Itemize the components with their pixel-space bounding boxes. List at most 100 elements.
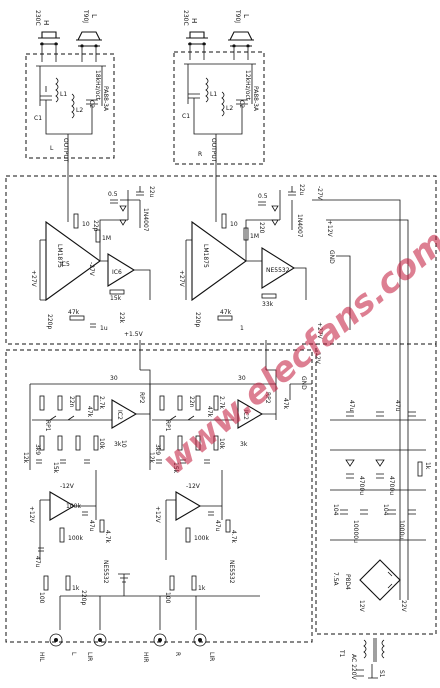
svg-text:LIR: LIR: [208, 652, 215, 661]
psu-frame: [315, 343, 437, 635]
svg-text:10k: 10k: [218, 438, 225, 450]
speaker-right-woofer: L T90J: [228, 9, 254, 48]
svg-text:L1: L1: [210, 91, 217, 98]
svg-text:10: 10: [120, 440, 127, 448]
svg-text:47u: 47u: [88, 520, 95, 532]
svg-text:22u: 22u: [148, 186, 155, 198]
svg-text:47u: 47u: [214, 520, 221, 532]
svg-text:PA88-3A: PA88-3A: [252, 86, 259, 112]
svg-text:104: 104: [382, 504, 389, 516]
power-supply: 47u 47u 4700u 4700u 1k 104 10000u 104 10…: [330, 400, 431, 681]
svg-text:12k: 12k: [148, 452, 155, 464]
svg-text:2.7k: 2.7k: [98, 396, 105, 410]
svg-text:10k: 10k: [98, 438, 105, 450]
input-jacks: HIL L LIR HIR R LIR: [38, 633, 215, 662]
svg-text:1u: 1u: [100, 325, 108, 332]
svg-text:GND: GND: [328, 250, 335, 264]
svg-text:L1: L1: [60, 91, 67, 98]
svg-text:10: 10: [230, 221, 238, 228]
svg-text:L2: L2: [226, 105, 233, 112]
svg-text:-12V: -12V: [186, 483, 201, 490]
svg-text:-12V: -12V: [314, 350, 321, 365]
svg-text:1M: 1M: [102, 235, 111, 242]
input-stage-right: 100k 47u 4.7k +12V -12V NE5532 100 1k: [154, 470, 237, 604]
svg-text:RP1: RP1: [44, 420, 51, 432]
svg-text:R: R: [174, 652, 181, 656]
svg-text:230C: 230C: [182, 10, 189, 26]
input-stage-left: 100k 47u 4.7k +12V -12V 100k 47u NE5532 …: [28, 470, 111, 605]
svg-text:H: H: [190, 18, 198, 23]
svg-text:1k: 1k: [198, 585, 206, 592]
svg-text:C1: C1: [182, 113, 190, 120]
svg-text:220p: 220p: [80, 590, 87, 605]
svg-text:NE5532: NE5532: [102, 560, 109, 584]
svg-text:IC2: IC2: [116, 410, 123, 420]
svg-text:3k9: 3k9: [154, 444, 161, 455]
svg-text:22k: 22k: [118, 312, 125, 324]
svg-text:15k: 15k: [172, 462, 179, 474]
svg-text:C1: C1: [34, 115, 42, 122]
svg-text:47k: 47k: [86, 406, 93, 418]
svg-text:1: 1: [240, 325, 244, 332]
svg-text:C2: C2: [88, 100, 95, 108]
svg-text:47u: 47u: [348, 400, 355, 412]
svg-text:LM1875: LM1875: [202, 244, 209, 268]
svg-text:C2: C2: [238, 100, 245, 108]
svg-text:3k9: 3k9: [34, 444, 41, 455]
svg-text:RP2: RP2: [264, 392, 271, 404]
svg-text:1N4007: 1N4007: [142, 208, 149, 232]
svg-text:100k: 100k: [194, 535, 209, 542]
svg-text:L: L: [242, 14, 250, 18]
svg-text:PA88-3A: PA88-3A: [102, 86, 109, 112]
svg-text:IC5: IC5: [60, 261, 70, 268]
svg-text:100k: 100k: [66, 503, 81, 510]
svg-text:47k: 47k: [68, 309, 80, 316]
svg-text:4700u: 4700u: [358, 476, 365, 495]
svg-text:-27V: -27V: [88, 262, 95, 277]
crossover-right: C1 L1 L2 C2 PA88-3A 12kHz/oct OUTPUT R: [173, 51, 265, 165]
svg-text:HIL: HIL: [38, 652, 45, 662]
svg-text:T1: T1: [338, 649, 345, 658]
power-amp-mid-label: +1.5V: [124, 331, 144, 338]
svg-text:IC6: IC6: [112, 269, 122, 276]
svg-text:2.7k: 2.7k: [218, 396, 225, 410]
svg-text:0.5: 0.5: [108, 191, 118, 198]
svg-text:GND: GND: [300, 376, 307, 390]
svg-text:22n: 22n: [188, 396, 195, 408]
svg-text:10000u: 10000u: [352, 520, 359, 543]
speaker-left-woofer: L T90J: [76, 9, 102, 48]
svg-text:18kHz/oct: 18kHz/oct: [94, 70, 101, 101]
svg-text:L: L: [70, 652, 77, 656]
power-amp-right: LM1875 NE5532 1N4007 10 1M 0.5 22u 220 3…: [178, 184, 307, 332]
svg-text:47u: 47u: [34, 556, 41, 568]
svg-text:RP1: RP1: [164, 420, 171, 432]
svg-text:100: 100: [38, 592, 45, 604]
svg-text:230C: 230C: [34, 10, 41, 26]
speaker-left-tweeter: H 230C: [34, 10, 60, 46]
svg-text:LIR: LIR: [86, 652, 93, 661]
svg-text:+27V: +27V: [30, 270, 37, 288]
svg-text:+12V: +12V: [28, 506, 35, 524]
svg-text:RP2: RP2: [138, 392, 145, 404]
svg-text:100k: 100k: [68, 535, 83, 542]
svg-text:22u: 22u: [298, 184, 305, 196]
power-amp-left: LM1875 IC5 IC6 1N4007 10 1M 0.5 22u 22p …: [30, 186, 155, 332]
svg-text:+27V: +27V: [178, 270, 185, 288]
svg-text:7.5A: 7.5A: [332, 572, 339, 587]
svg-text:220: 220: [258, 222, 265, 234]
svg-text:30: 30: [110, 375, 118, 382]
svg-text:3k: 3k: [240, 441, 248, 448]
preamp-right: RP1 47k 12k 3k9 15k 22n 2.7k 10k IC2 RP2…: [148, 369, 289, 474]
preamp-left: RP1 47k 12k 3k9 15k 22n 2.7k 10k IC2 RP2…: [22, 369, 151, 474]
svg-text:15k: 15k: [52, 462, 59, 474]
svg-text:NE5532: NE5532: [228, 560, 235, 584]
svg-text:L2: L2: [76, 107, 83, 114]
power-amp-frame: [5, 175, 437, 345]
speaker-right-tweeter: H 230C: [182, 10, 208, 46]
svg-text:1M: 1M: [250, 233, 259, 240]
svg-text:30: 30: [238, 375, 246, 382]
svg-text:AC 220V: AC 220V: [350, 654, 357, 681]
svg-text:12kHz/oct: 12kHz/oct: [244, 70, 251, 101]
